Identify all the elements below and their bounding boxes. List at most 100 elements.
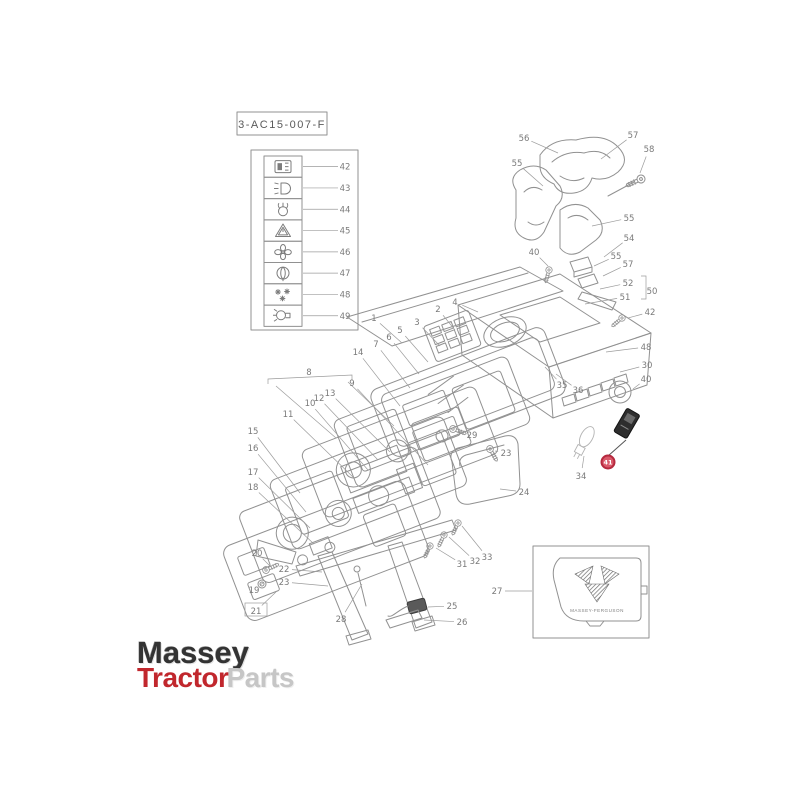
- rear-housing: [223, 480, 429, 621]
- symbol-legend-rows: 42 43 44 45 46 47 48 49: [263, 155, 351, 327]
- highlighted-part-callout[interactable]: 41: [600, 454, 616, 470]
- work-lamp-icon: [272, 308, 291, 322]
- drawing-number-box: 3-AC15-007-F: [236, 111, 328, 136]
- legend-callout: 46: [340, 248, 351, 258]
- massey-ferguson-logo: [574, 565, 620, 603]
- part-callout: 22: [279, 565, 290, 575]
- part-callout: 12: [314, 394, 325, 404]
- part-callout: 3: [414, 318, 419, 328]
- part-callout: 4: [452, 298, 457, 308]
- part-callout: 34: [576, 472, 587, 482]
- part-callout: 50: [647, 287, 658, 297]
- pin-part: [353, 565, 367, 607]
- switch-blank-parts: [569, 256, 617, 311]
- part-callout: 2: [435, 305, 440, 315]
- part-callout: 16: [248, 444, 259, 454]
- gauge-bezel: [483, 316, 527, 348]
- legend-row: 47: [263, 262, 351, 285]
- part-callout: 26: [457, 618, 468, 628]
- hazard-triangle-icon: [274, 223, 292, 238]
- front-housing: [457, 273, 652, 419]
- part-callout: 15: [248, 427, 259, 437]
- dial-plate: [301, 386, 499, 518]
- part-callout: 55: [611, 252, 622, 262]
- panel-screw-2: [435, 530, 449, 549]
- part-callout: 57: [623, 260, 634, 270]
- part-callout: 57: [628, 131, 639, 141]
- bulb-part: [573, 426, 595, 460]
- part-callout: 35: [557, 381, 568, 391]
- watermark: Massey TractorParts: [137, 637, 294, 692]
- face-panel: [333, 356, 531, 488]
- part-callout: 23: [279, 578, 290, 588]
- rotary-beacon-icon: [276, 266, 290, 282]
- part-callout: 33: [482, 553, 493, 563]
- headlight-icon: [273, 182, 292, 195]
- clamp-screw: [623, 173, 647, 191]
- part-callout: 29: [467, 431, 478, 441]
- part-callout: 27: [492, 587, 503, 597]
- washer-spray-icon: [277, 202, 289, 217]
- part-callout: 30: [642, 361, 653, 371]
- panel-lamp-icon: [274, 160, 292, 174]
- part-callout: 13: [325, 389, 336, 399]
- part-callout: 48: [641, 343, 652, 353]
- clip-bracket: [385, 609, 423, 629]
- legend-row: 46: [263, 240, 351, 263]
- legend-callout: 49: [340, 312, 351, 322]
- legend-row: 45: [263, 219, 350, 242]
- legend-row: 44: [263, 198, 351, 221]
- part-callout: 20: [252, 549, 263, 559]
- brand-label: MASSEY-FERGUSON: [570, 608, 624, 613]
- part-callout: 21: [251, 607, 262, 617]
- defrost-sparkle-icon: [274, 288, 291, 302]
- keypad-module: [423, 309, 482, 362]
- part-callout: 1: [371, 314, 376, 324]
- part-callout: 8: [306, 368, 311, 378]
- legend-callout: 48: [340, 290, 351, 300]
- part-callout: 11: [283, 410, 294, 420]
- side-plate: [450, 435, 521, 505]
- part-callout: 52: [623, 279, 634, 289]
- part-callout: 23: [501, 449, 512, 459]
- part-callout: 9: [349, 379, 354, 389]
- drawing-number: 3-AC15-007-F: [238, 119, 326, 131]
- legend-callout: 44: [340, 205, 351, 215]
- part-callout: 14: [353, 348, 364, 358]
- part-callout: 40: [641, 375, 652, 385]
- watermark-tractor: Tractor: [137, 662, 229, 693]
- part-callout: 31: [457, 560, 468, 570]
- legend-row: 42: [263, 155, 350, 178]
- legend-row: 48: [263, 283, 351, 306]
- part-callout: 5: [397, 326, 402, 336]
- washer-part: [257, 579, 267, 589]
- callout-leader-lines: [257, 139, 647, 622]
- part-callout: 51: [620, 293, 631, 303]
- logo-panel-box: MASSEY-FERGUSON: [532, 545, 650, 639]
- highlight-layer: 41: [600, 439, 627, 470]
- watermark-massey: Massey: [137, 635, 250, 670]
- legend-row: 43: [263, 176, 351, 200]
- legend-callout: 47: [340, 269, 351, 279]
- part-callout: 7: [373, 340, 378, 350]
- part-callout: 58: [644, 145, 655, 155]
- part-callout: 42: [645, 308, 656, 318]
- legend-row: 49: [263, 304, 351, 327]
- part-callout: 10: [305, 399, 316, 409]
- part-callout: 54: [624, 234, 635, 244]
- part-callout: 19: [249, 586, 260, 596]
- part-callout: 24: [519, 488, 530, 498]
- top-cover-panel: [346, 266, 564, 347]
- part-callout: 36: [573, 386, 584, 396]
- highlighted-switch-part: [613, 408, 640, 439]
- watermark-parts: Parts: [226, 662, 294, 693]
- symbol-legend-box: [250, 149, 359, 331]
- gauge-chassis: [239, 446, 441, 583]
- highlighted-part-number: 41: [603, 458, 613, 466]
- part-callout: 17: [248, 468, 259, 478]
- legend-callout: 43: [340, 184, 351, 194]
- part-callout: 56: [519, 134, 530, 144]
- mounting-clamp-assembly: [512, 136, 635, 255]
